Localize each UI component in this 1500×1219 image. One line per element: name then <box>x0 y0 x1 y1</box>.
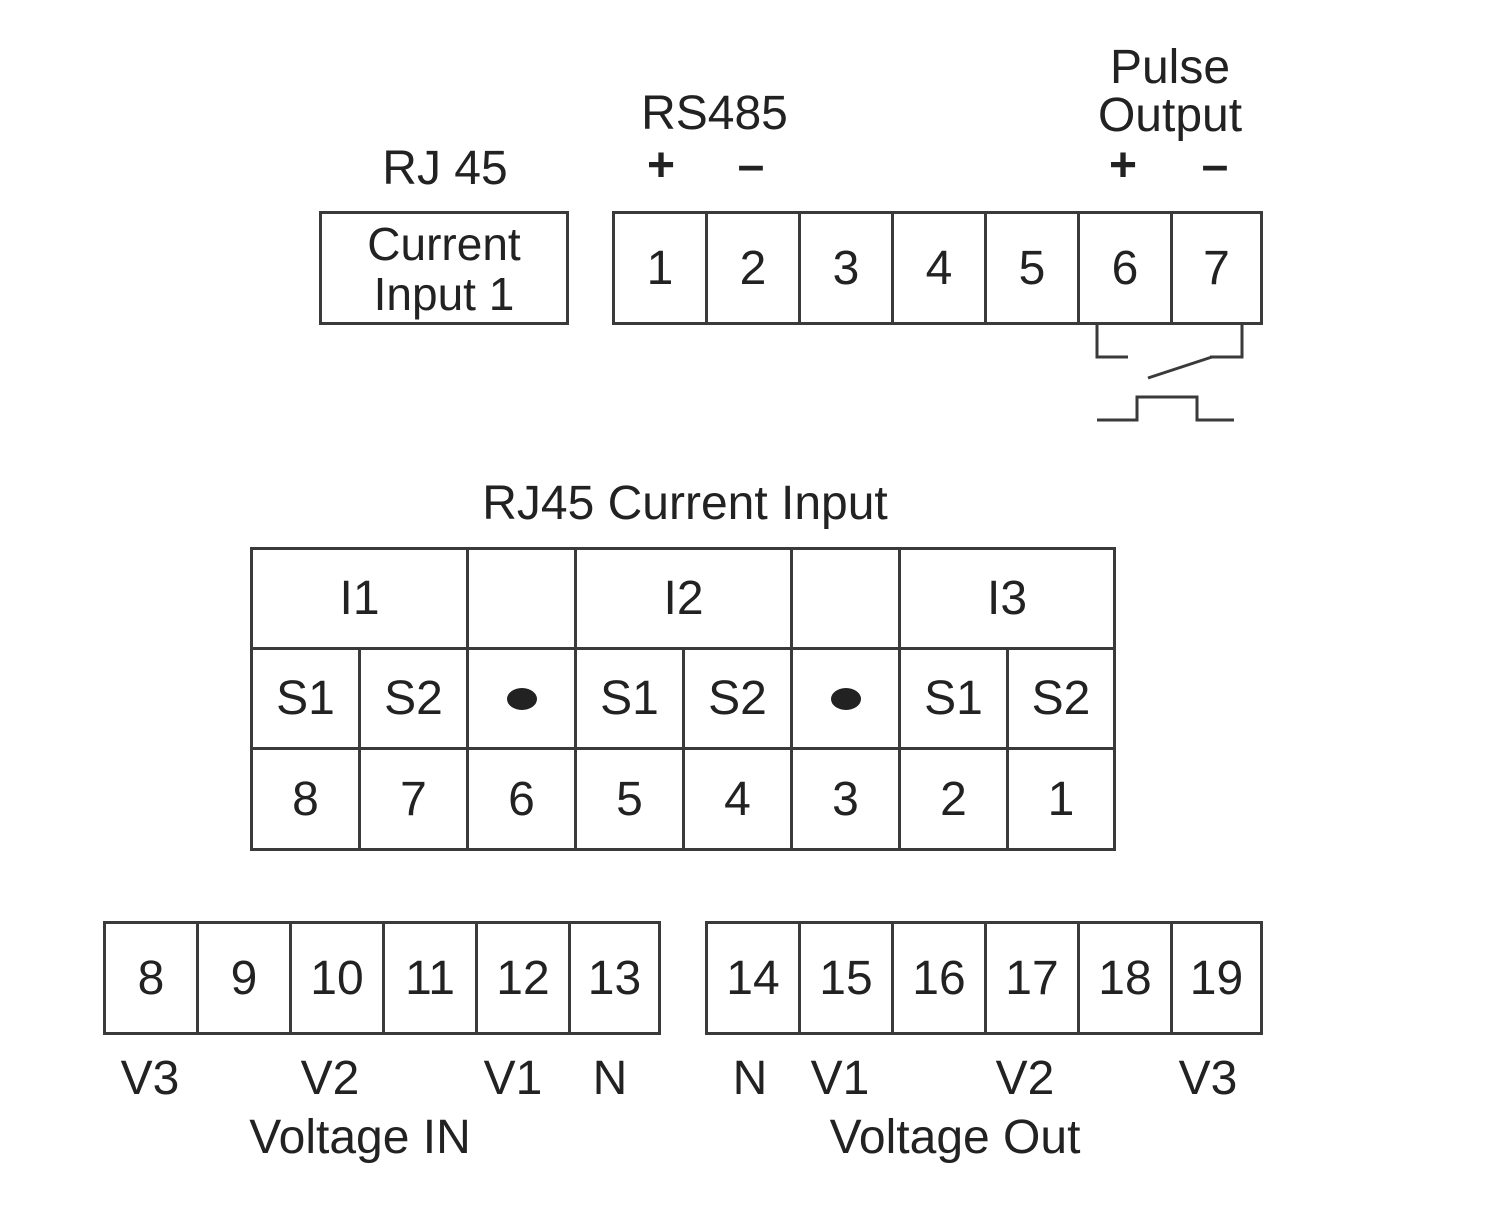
terminal-11: 11 <box>382 921 478 1035</box>
voltage-in-v2-label: V2 <box>300 1052 360 1105</box>
pin-7: 7 <box>358 747 469 851</box>
current-input-1-line2: Input 1 <box>373 268 515 320</box>
rj45-current-input-table: I1 I2 I3 S1 S2 S1 S2 S1 S2 8 7 6 5 4 3 2… <box>250 547 1116 851</box>
pin-5: 5 <box>574 747 685 851</box>
pin-6: 6 <box>466 747 577 851</box>
group-i3: I3 <box>898 547 1116 650</box>
voltage-out-n-label: N <box>732 1052 768 1105</box>
voltage-out-caption: Voltage Out <box>829 1111 1081 1164</box>
terminal-15: 15 <box>798 921 894 1035</box>
terminal-19: 19 <box>1170 921 1263 1035</box>
pulse-output-heading-line2: Output <box>1097 89 1243 142</box>
terminal-14: 14 <box>705 921 801 1035</box>
terminal-16: 16 <box>891 921 987 1035</box>
pin-1: 1 <box>1006 747 1116 851</box>
terminal-8: 8 <box>103 921 199 1035</box>
voltage-in-v3-label: V3 <box>120 1052 180 1105</box>
voltage-in-terminal-block: 8 9 10 11 12 13 <box>103 921 661 1035</box>
voltage-in-v1-label: V1 <box>483 1052 543 1105</box>
signal-s1-i2: S1 <box>574 647 685 750</box>
terminal-18: 18 <box>1077 921 1173 1035</box>
terminal-17: 17 <box>984 921 1080 1035</box>
signal-dot-1 <box>466 647 577 750</box>
terminal-3: 3 <box>798 211 894 325</box>
voltage-out-v1-label: V1 <box>810 1052 870 1105</box>
dot-icon <box>830 687 861 710</box>
signal-s2-i2: S2 <box>682 647 793 750</box>
signal-dot-2 <box>790 647 901 750</box>
rs485-minus: – <box>737 139 765 192</box>
pin-4: 4 <box>682 747 793 851</box>
rs485-heading: RS485 <box>641 87 788 140</box>
group-gap-1 <box>466 547 577 650</box>
pin-3: 3 <box>790 747 901 851</box>
terminal-10: 10 <box>289 921 385 1035</box>
terminal-7: 7 <box>1170 211 1263 325</box>
pulse-output-minus: – <box>1201 139 1229 192</box>
top-terminal-block: 1 2 3 4 5 6 7 <box>612 211 1263 325</box>
pulse-waveform-icon <box>1097 395 1234 422</box>
signal-s1-i1: S1 <box>250 647 361 750</box>
dot-icon <box>506 687 537 710</box>
current-input-1-block: Current Input 1 <box>319 211 569 325</box>
group-gap-2 <box>790 547 901 650</box>
group-i2: I2 <box>574 547 793 650</box>
terminal-9: 9 <box>196 921 292 1035</box>
voltage-out-terminal-block: 14 15 16 17 18 19 <box>705 921 1263 1035</box>
terminal-12: 12 <box>475 921 571 1035</box>
rs485-plus: + <box>646 139 676 192</box>
rj45-current-input-title: RJ45 Current Input <box>482 477 888 530</box>
signal-s2-i1: S2 <box>358 647 469 750</box>
pin-8: 8 <box>250 747 361 851</box>
pin-2: 2 <box>898 747 1009 851</box>
signal-s2-i3: S2 <box>1006 647 1116 750</box>
voltage-in-caption: Voltage IN <box>249 1111 471 1164</box>
voltage-in-n-label: N <box>592 1052 628 1105</box>
rj45-heading: RJ 45 <box>382 142 508 195</box>
terminal-13: 13 <box>568 921 661 1035</box>
voltage-out-v2-label: V2 <box>995 1052 1055 1105</box>
terminal-2: 2 <box>705 211 801 325</box>
terminal-5: 5 <box>984 211 1080 325</box>
group-i1: I1 <box>250 547 469 650</box>
current-input-1-line1: Current <box>367 218 521 270</box>
signal-s1-i3: S1 <box>898 647 1009 750</box>
pulse-output-plus: + <box>1108 139 1138 192</box>
pulse-output-heading-line1: Pulse <box>1109 41 1231 94</box>
voltage-out-v3-label: V3 <box>1178 1052 1238 1105</box>
